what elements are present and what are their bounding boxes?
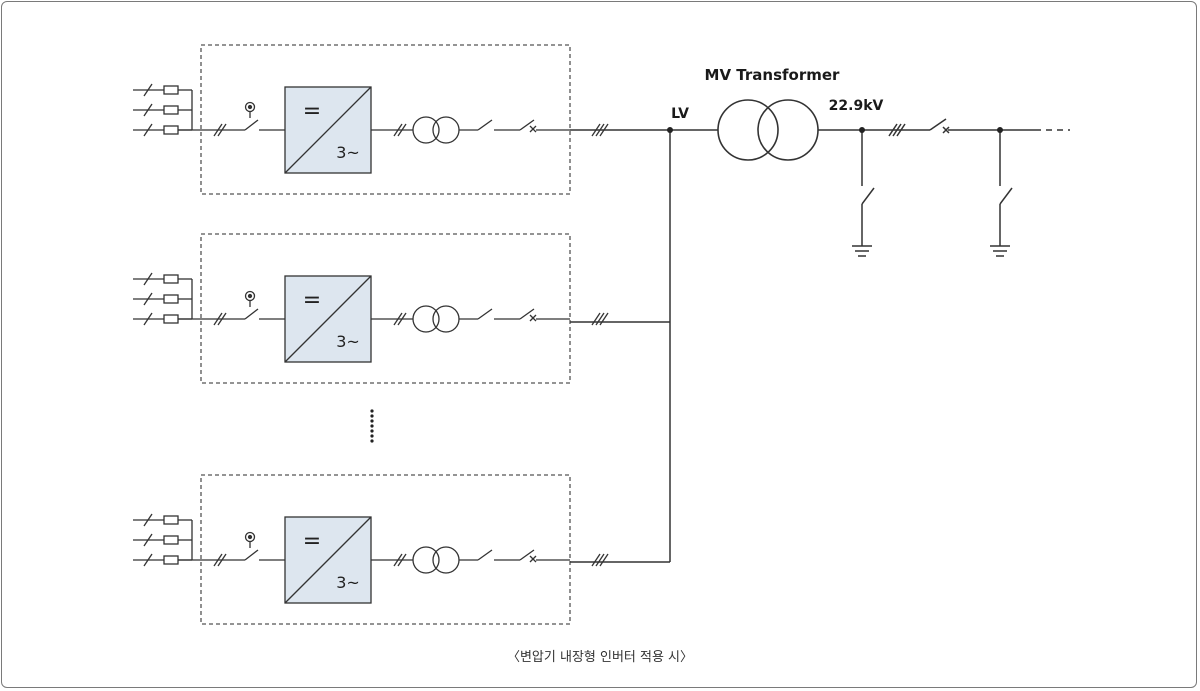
string-tick (143, 272, 153, 286)
ac-symbol: 3~ (336, 573, 360, 592)
ac-tick (393, 312, 403, 326)
dc-switch-blade (244, 119, 259, 131)
mv-breaker (929, 118, 950, 134)
fuse (163, 314, 179, 324)
ac-tick (397, 123, 407, 137)
inverter-unit: = 3~ (133, 233, 609, 384)
inverter-unit: = 3~ (133, 474, 609, 625)
dc-tick (217, 312, 227, 326)
output-tick (591, 553, 601, 567)
inverter-enclosure (200, 233, 571, 384)
ac-breaker-blade (519, 119, 535, 131)
ac-switch-blade (477, 549, 493, 561)
output-tick (599, 312, 609, 326)
ac-symbol: 3~ (336, 143, 360, 162)
meter-indicator-dot (247, 104, 253, 110)
diagram-caption: 〈변압기 내장형 인버터 적용 시〉 (507, 650, 693, 665)
inverter-enclosure (200, 44, 571, 195)
inverter-diagonal (284, 275, 372, 363)
dc-tick (213, 312, 223, 326)
breaker-cross (529, 314, 537, 322)
fuse (163, 274, 179, 284)
lv-junction-dot (667, 127, 673, 133)
ac-tick (397, 312, 407, 326)
ellipsis-dots (370, 409, 374, 443)
string-tick (143, 83, 153, 97)
output-tick (595, 312, 605, 326)
junction-dot (859, 127, 865, 133)
lv-bus (570, 129, 718, 563)
string-tick (143, 312, 153, 326)
meter-indicator-dot (247, 293, 253, 299)
dc-tick (217, 123, 227, 137)
dc-switch-blade (244, 308, 259, 320)
voltage-label: 22.9kV (829, 98, 884, 114)
dc-tick (217, 553, 227, 567)
internal-transformer-coil (412, 305, 440, 333)
output-tick (595, 553, 605, 567)
earthing-switch-1 (852, 130, 875, 257)
ac-switch-blade (477, 308, 493, 320)
fuse (163, 515, 179, 525)
string-tick (143, 292, 153, 306)
inverter-diagonal (284, 86, 372, 174)
dc-tick (213, 123, 223, 137)
output-tick (591, 312, 601, 326)
string-tick (143, 513, 153, 527)
internal-transformer-coil (412, 546, 440, 574)
string-tick (143, 553, 153, 567)
fuse (163, 535, 179, 545)
string-tick (143, 103, 153, 117)
ac-symbol: 3~ (336, 332, 360, 351)
meter-indicator-dot (247, 534, 253, 540)
dc-symbol: = (303, 529, 321, 554)
dc-symbol: = (303, 288, 321, 313)
breaker-cross (529, 125, 537, 133)
ac-switch-blade (477, 119, 493, 131)
internal-transformer-coil (412, 116, 440, 144)
fuse (163, 294, 179, 304)
inverter-diagonal (284, 516, 372, 604)
inverter-unit: = 3~ (133, 44, 609, 195)
output-tick (599, 553, 609, 567)
ac-tick (393, 553, 403, 567)
ac-breaker-blade (519, 308, 535, 320)
dc-tick (213, 553, 223, 567)
fuse (163, 105, 179, 115)
junction-dot (997, 127, 1003, 133)
mv-transformer-symbol (717, 99, 819, 161)
ac-tick (397, 553, 407, 567)
ac-tick (393, 123, 403, 137)
string-tick (143, 123, 153, 137)
earthing-switch-2 (990, 130, 1013, 257)
mv-transformer-label: MV Transformer (705, 66, 841, 84)
dc-symbol: = (303, 99, 321, 124)
inverter-enclosure (200, 474, 571, 625)
breaker-cross (529, 555, 537, 563)
fuse (163, 85, 179, 95)
ac-breaker-blade (519, 549, 535, 561)
fuse (163, 125, 179, 135)
dc-switch-blade (244, 549, 259, 561)
fuse (163, 555, 179, 565)
string-tick (143, 533, 153, 547)
mv-line (818, 123, 1070, 137)
lv-label: LV (671, 106, 689, 122)
